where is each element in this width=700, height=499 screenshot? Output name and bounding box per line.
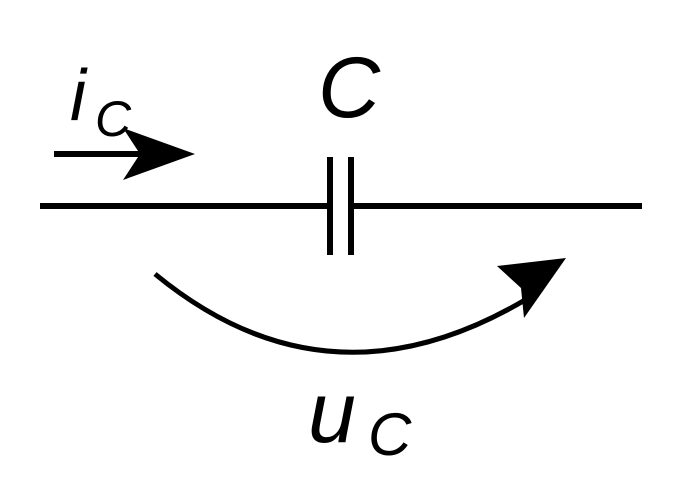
voltage-label: u [308, 365, 356, 461]
voltage-arrow-icon [153, 258, 566, 355]
current-subscript: C [95, 91, 132, 147]
capacitor-label: C [318, 40, 381, 136]
current-label: i [70, 56, 88, 136]
current-arrow-icon [54, 128, 195, 180]
voltage-subscript: C [368, 401, 412, 468]
